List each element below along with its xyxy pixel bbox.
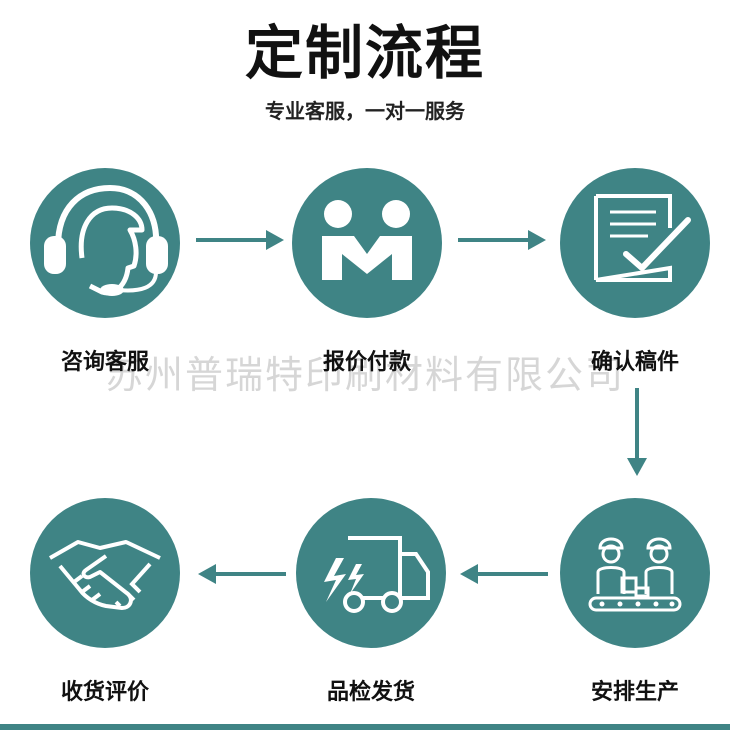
- page-title: 定制流程: [244, 19, 485, 87]
- step-shipping-label: 品检发货: [326, 680, 415, 705]
- step-consult-circle: [30, 168, 180, 318]
- delivery-truck-icon: [324, 536, 430, 613]
- company-watermark: 苏州普瑞特印刷材料有限公司: [104, 353, 625, 397]
- arrow-left-icon: [198, 564, 286, 584]
- step-payment-label: 报价付款: [322, 350, 411, 375]
- step-production: 安排生产: [560, 498, 710, 708]
- step-review-label: 收货评价: [60, 680, 149, 705]
- step-review: 收货评价: [30, 498, 180, 708]
- step-consult-label: 咨询客服: [60, 350, 149, 375]
- bottom-divider: [0, 724, 730, 730]
- handshake-icon: [49, 540, 161, 610]
- step-review-circle: [30, 498, 180, 648]
- step-production-label: 安排生产: [590, 680, 679, 705]
- headset-icon: [44, 184, 168, 296]
- step-payment: 报价付款: [292, 168, 442, 378]
- workers-production-icon: [588, 537, 682, 612]
- step-confirm-circle: [560, 168, 710, 318]
- step-consult: 咨询客服: [30, 168, 180, 378]
- step-confirm-label: 确认稿件: [590, 350, 679, 375]
- step-shipping-circle: [296, 498, 446, 648]
- page-subtitle: 专业客服，一对一服务: [265, 99, 465, 123]
- step-payment-circle: [292, 168, 442, 318]
- handshake-people-icon: [322, 200, 412, 280]
- step-production-circle: [560, 498, 710, 648]
- arrow-left-icon: [460, 564, 548, 584]
- step-confirm: 确认稿件: [560, 168, 710, 378]
- arrow-down-icon: [627, 388, 647, 476]
- arrow-right-icon: [458, 230, 546, 250]
- document-check-icon: [594, 194, 691, 282]
- step-shipping: 品检发货: [296, 498, 446, 708]
- arrow-right-icon: [196, 230, 284, 250]
